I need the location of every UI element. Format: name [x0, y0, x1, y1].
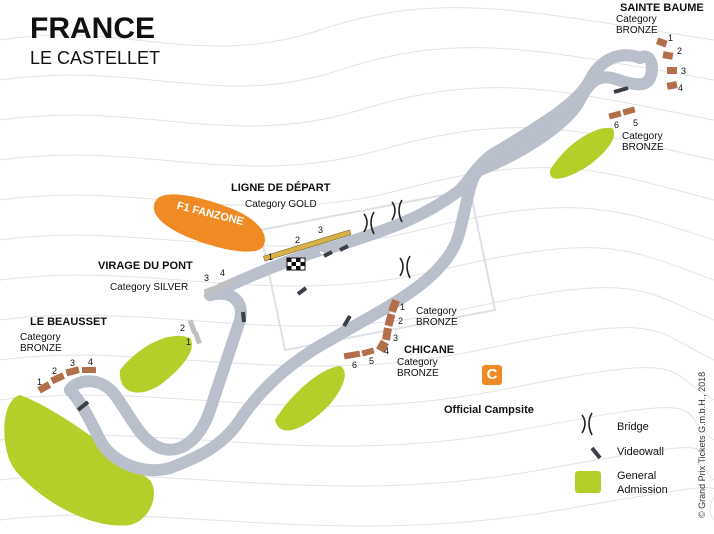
category-ligne-depart: Category GOLD [245, 199, 317, 210]
num-sainte-baume-5: 5 [633, 118, 639, 128]
videowall-icon [339, 244, 349, 252]
num-sainte-baume-6: 6 [614, 120, 620, 130]
label-le-beausset: LE BEAUSSET [30, 316, 108, 328]
videowall-icon [342, 314, 352, 328]
stand-chicane-5[interactable] [361, 347, 375, 357]
num-le-beausset-4: 4 [88, 357, 94, 367]
videowall-icon [241, 311, 246, 323]
num-sainte-baume-3: 3 [681, 66, 687, 76]
num-sainte-baume-2: 2 [677, 46, 683, 56]
stand-chicane-3[interactable] [382, 327, 392, 341]
page-subtitle: LE CASTELLET [30, 48, 161, 68]
num-chicane-5: 5 [369, 356, 375, 366]
label-official-campsite: Official Campsite [444, 404, 534, 416]
track [64, 49, 658, 477]
campsite-icon: C [482, 365, 502, 385]
num-virage-2: 2 [180, 323, 186, 333]
num-le-beausset-1: 1 [37, 377, 43, 387]
bridge-icon [391, 199, 403, 223]
stand-sainte-baume-5[interactable] [622, 106, 636, 116]
num-chicane-1: 1 [400, 302, 406, 312]
videowall-icon [76, 400, 90, 412]
legend-videowall-label: Videowall [617, 446, 664, 458]
bridge-icon [363, 211, 375, 235]
label-chicane: CHICANE [404, 344, 455, 356]
label-virage-du-pont: VIRAGE DU PONT [98, 260, 193, 272]
category-chicane-top: Category BRONZE [416, 306, 458, 328]
stand-sainte-baume-3[interactable] [667, 67, 677, 74]
legend-bridge-label: Bridge [617, 421, 649, 433]
num-ligne-depart-2: 2 [295, 235, 301, 245]
legend-bridge-icon [581, 412, 593, 436]
copyright-text: © Grand Prix Tickets G.m.b.H., 2018 [697, 371, 707, 518]
num-virage-4: 4 [220, 268, 226, 278]
num-chicane-2: 2 [398, 316, 404, 326]
bridges [363, 199, 411, 279]
num-sainte-baume-1: 1 [668, 33, 674, 43]
stand-le-beausset-2[interactable] [50, 372, 66, 385]
num-le-beausset-2: 2 [52, 366, 58, 376]
stands [37, 37, 678, 394]
ga-area-west [4, 395, 154, 526]
stand-le-beausset-4[interactable] [82, 367, 96, 373]
stand-sainte-baume-1[interactable] [655, 37, 668, 48]
num-chicane-6: 6 [352, 360, 358, 370]
stand-chicane-4[interactable] [376, 339, 389, 353]
stand-virage-3[interactable] [203, 284, 219, 295]
num-sainte-baume-4: 4 [678, 83, 684, 93]
page-title: FRANCE [30, 12, 155, 45]
category-le-beausset: Category BRONZE [20, 332, 62, 354]
stand-sainte-baume-2[interactable] [662, 51, 674, 60]
stand-ligne-depart[interactable] [263, 229, 352, 262]
ga-area-virage [119, 335, 192, 393]
num-chicane-3: 3 [393, 333, 399, 343]
stand-le-beausset-3[interactable] [65, 366, 80, 377]
stand-chicane-6[interactable] [343, 350, 361, 360]
stand-virage-2[interactable] [187, 319, 198, 335]
stand-sainte-baume-6[interactable] [608, 110, 622, 120]
category-sainte-baume: Category BRONZE [616, 14, 658, 36]
stand-virage-1[interactable] [193, 331, 202, 345]
stand-le-beausset-1[interactable] [37, 381, 52, 394]
legend-videowall-icon [590, 446, 602, 460]
num-virage-3: 3 [204, 273, 210, 283]
num-chicane-4: 4 [384, 346, 390, 356]
videowall-icon [613, 86, 629, 94]
category-sainte-baume-b: Category BRONZE [622, 131, 664, 153]
label-ligne-depart: LIGNE DE DÉPART [231, 182, 331, 194]
stand-chicane-2[interactable] [384, 313, 396, 327]
label-sainte-baume: SAINTE BAUME [620, 2, 704, 14]
bridge-icon [399, 255, 411, 279]
num-ligne-depart-3: 3 [318, 225, 324, 235]
ga-area-chicane [275, 366, 345, 431]
legend-ga-label: General Admission [617, 470, 668, 496]
legend-icons [575, 412, 602, 493]
stand-virage-4[interactable] [217, 278, 233, 289]
stand-chicane-1[interactable] [388, 298, 400, 314]
videowall-icon [296, 286, 308, 296]
general-admission-areas [4, 127, 615, 526]
stand-sainte-baume-4[interactable] [666, 81, 678, 90]
start-finish-flag [286, 251, 330, 271]
category-chicane: Category BRONZE [397, 357, 439, 379]
num-virage-1: 1 [186, 337, 192, 347]
ga-area-sainte-baume [549, 127, 615, 179]
legend-ga-swatch [575, 471, 601, 493]
num-ligne-depart-1: 1 [268, 252, 274, 262]
category-virage-du-pont: Category SILVER [110, 282, 189, 293]
videowalls [76, 86, 629, 412]
num-le-beausset-3: 3 [70, 358, 76, 368]
videowall-icon [323, 250, 333, 258]
fanzone-area [153, 194, 265, 252]
